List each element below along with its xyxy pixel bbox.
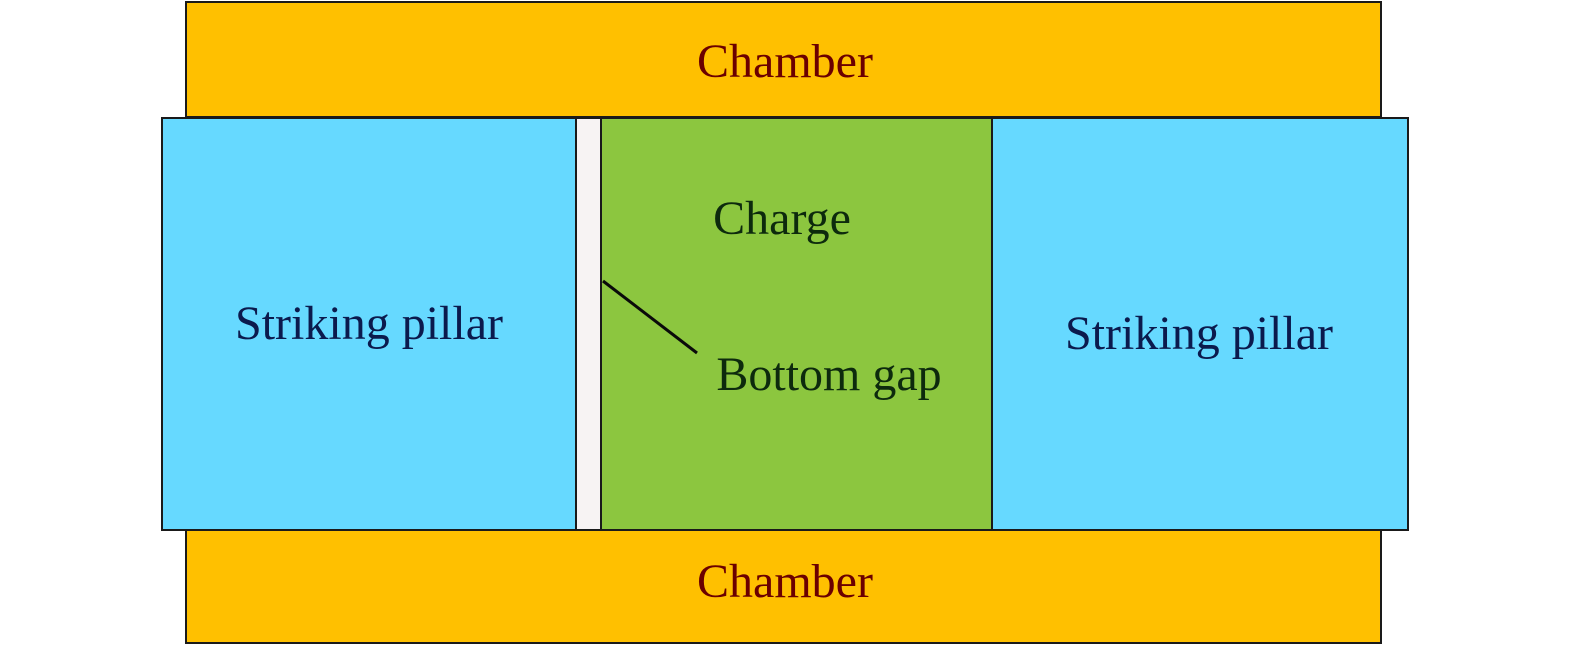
left-pillar-label: Striking pillar [235,297,503,350]
bottom-gap-label: Bottom gap [716,348,942,401]
right-pillar-label: Striking pillar [1065,307,1333,360]
left-striking-pillar [161,117,577,531]
bottom-gap [575,117,602,531]
charge [600,117,993,531]
chamber-bottom-label: Chamber [697,555,873,608]
chamber-top-label: Chamber [697,35,873,88]
chamber-top [185,1,1382,118]
right-striking-pillar [991,117,1409,531]
charge-label: Charge [713,192,851,245]
chamber-bottom [185,529,1382,644]
